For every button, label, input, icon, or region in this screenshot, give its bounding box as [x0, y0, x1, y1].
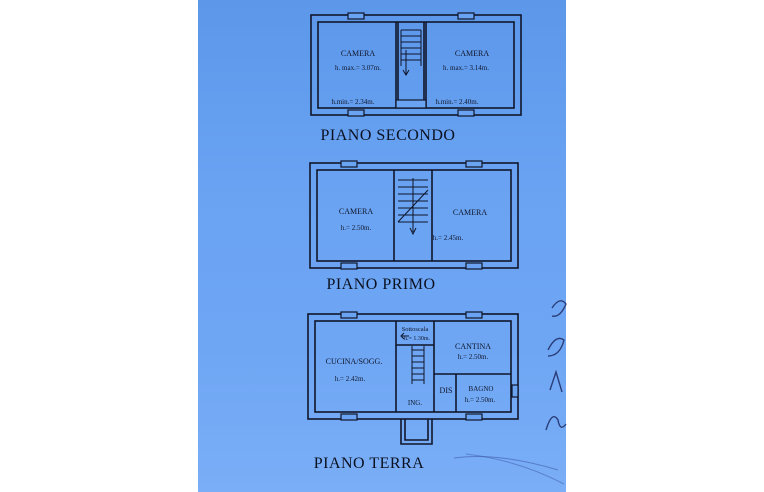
- outer-wall: [309, 162, 519, 269]
- floor-secondo: CAMERA h. max.= 3.07m. h.min.= 2.34m. CA…: [310, 12, 522, 144]
- floor-title: PIANO SECONDO: [321, 127, 456, 144]
- label-dis: DIS: [440, 386, 453, 395]
- stair: [400, 332, 425, 384]
- windows: [347, 12, 475, 117]
- room-name: CAMERA: [339, 207, 373, 216]
- outer-wall: [310, 14, 522, 116]
- room-name: BAGNO: [469, 385, 494, 393]
- stair: [397, 178, 429, 236]
- room-name: CAMERA: [341, 49, 375, 58]
- stair: [400, 29, 422, 76]
- room-height-max: h. max.= 3.07m.: [335, 64, 381, 72]
- room-height-min: h.min.= 2.40m.: [435, 98, 478, 106]
- floor-plans: CAMERA h. max.= 3.07m. h.min.= 2.34m. CA…: [307, 12, 565, 485]
- room-name: CUCINA/SOGG.: [326, 357, 383, 366]
- floor-title: PIANO TERRA: [314, 455, 425, 472]
- windows: [340, 160, 483, 270]
- room-height: h.= 2.50m.: [341, 224, 372, 232]
- floor-terra: CUCINA/SOGG. h.= 2.42m. Sottoscala h.= 1…: [307, 311, 565, 485]
- room-height-max: h. max.= 3.14m.: [443, 64, 489, 72]
- blueprint-sheet: CAMERA h. max.= 3.07m. h.min.= 2.34m. CA…: [198, 0, 566, 492]
- room-name: CAMERA: [453, 208, 487, 217]
- room-name: Sottoscala: [402, 326, 429, 333]
- floor-title: PIANO PRIMO: [326, 276, 435, 293]
- room-height: h.= 1.30m.: [404, 336, 431, 342]
- room-height-min: h.min.= 2.34m.: [331, 98, 374, 106]
- outer-wall: [307, 313, 519, 420]
- label-ing: ING.: [408, 399, 422, 407]
- room-name: CANTINA: [455, 342, 491, 351]
- floor-primo: CAMERA h.= 2.50m. CAMERA h.= 2.45m. PIAN…: [309, 160, 519, 293]
- room-height: h.= 2.42m.: [335, 375, 366, 383]
- room-height: h.= 2.45m.: [433, 234, 464, 242]
- windows: [340, 311, 519, 421]
- room-height: h.= 2.50m.: [458, 353, 489, 361]
- room-name: CAMERA: [455, 49, 489, 58]
- room-height: h.= 2.50m.: [465, 396, 496, 404]
